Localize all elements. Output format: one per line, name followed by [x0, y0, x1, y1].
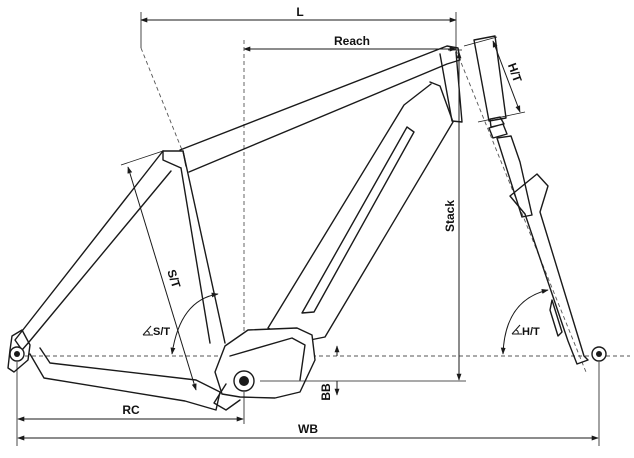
bottom-bracket-label: BB	[319, 383, 333, 401]
fork-crown	[496, 135, 533, 218]
battery-cover	[301, 126, 415, 314]
seat-tube	[162, 150, 226, 344]
front-axle-center-icon	[596, 351, 602, 357]
dimensions	[16, 12, 600, 446]
head-angle-label: H/T	[522, 326, 540, 338]
head-angle-symbol-icon	[511, 324, 522, 335]
seat-angle-symbol-icon	[142, 325, 153, 336]
rear-axle-center-icon	[14, 351, 20, 357]
seat-tube-extension-guide	[140, 47, 183, 151]
head-tube-label: H/T	[505, 61, 525, 85]
chain-stay	[29, 347, 221, 411]
guide-lines	[18, 40, 630, 388]
motor-guard	[213, 383, 241, 411]
seat-angle-label: S/T	[153, 326, 170, 338]
labels: L Reach H/T Stack S/T S/T H/T BB RC WB	[122, 5, 540, 436]
wheelbase-label: WB	[298, 422, 318, 436]
length-label: L	[296, 5, 303, 19]
axles	[9, 346, 607, 392]
fork-lower	[549, 299, 563, 337]
seat-angle-arc	[170, 292, 219, 355]
reach-label: Reach	[334, 34, 370, 48]
seat-tube-label: S/T	[164, 268, 183, 291]
stack-label: Stack	[443, 200, 457, 232]
down-tube	[267, 81, 454, 344]
top-tube	[179, 45, 461, 173]
fork-stanchion	[509, 173, 589, 365]
rear-center-label: RC	[122, 403, 140, 417]
steering-axis-guide	[455, 49, 587, 373]
angle-symbols	[142, 324, 522, 336]
seat-stay	[14, 150, 172, 351]
steerer-tube	[473, 35, 507, 122]
motor-housing	[214, 327, 316, 399]
head-angle-arc	[500, 289, 549, 355]
fork	[473, 35, 589, 365]
motor-housing-inner	[229, 337, 306, 381]
head-tube-dimension-line	[492, 40, 521, 113]
seat-clamp	[162, 150, 187, 169]
bike-frame	[7, 45, 463, 411]
bottom-bracket-center-icon	[239, 376, 249, 386]
